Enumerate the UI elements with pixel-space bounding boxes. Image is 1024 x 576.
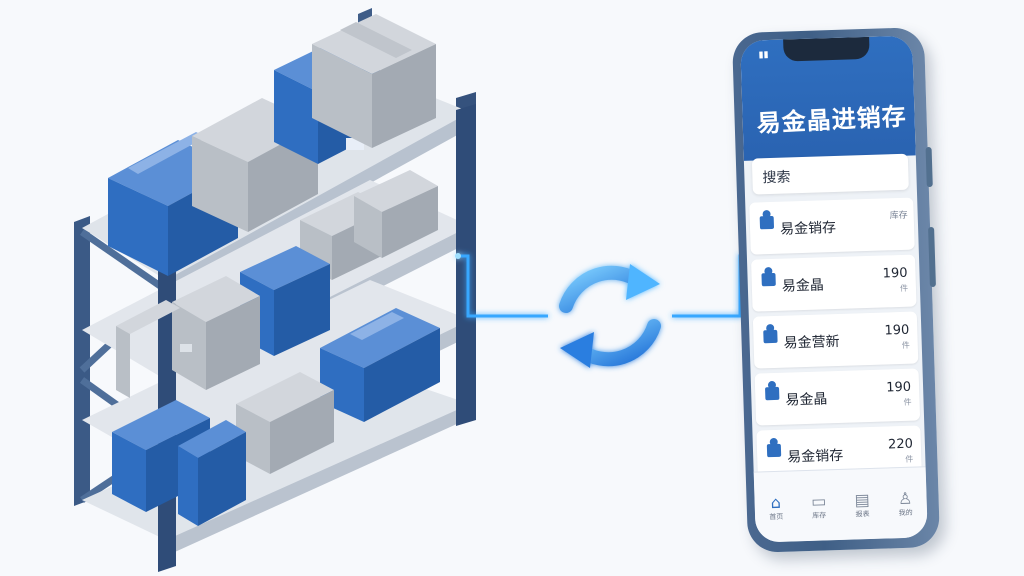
user-icon [759,215,775,230]
item-qty: 190 [884,322,910,339]
item-name: 易金晶 [785,391,828,409]
user-icon [761,272,776,287]
signal-icon: ▮▮ [758,50,769,61]
smartphone: ▮▮ 易金晶进销存 搜索 易金销存 库存 易金晶 190 件 易金营新 190 [731,27,941,553]
item-name: 易金晶 [781,277,825,295]
app-header: ▮▮ 易金晶进销存 [740,35,916,161]
search-label: 搜索 [762,169,791,187]
item-unit: 件 [899,283,909,293]
box [178,420,246,526]
nav-label: 报表 [855,509,870,518]
box [236,372,334,474]
phone-screen: ▮▮ 易金晶进销存 搜索 易金销存 库存 易金晶 190 件 易金营新 190 [740,35,928,543]
box-icon: ▭ [810,490,827,511]
list-item[interactable]: 易金销存 库存 [749,197,915,255]
inventory-list: 易金销存 库存 易金晶 190 件 易金营新 190 件 易金晶 190 件 [749,197,922,488]
item-qty: 220 [887,436,914,453]
app-title: 易金晶进销存 [756,102,908,138]
sync-icon [559,264,661,368]
item-name: 易金销存 [786,447,844,466]
volume-button [925,146,933,188]
item-unit: 件 [903,397,912,407]
box [172,276,260,390]
user-icon: ♙ [897,488,913,508]
item-unit: 件 [901,340,910,350]
report-icon: ▤ [854,489,870,510]
box [354,170,438,258]
item-qty: 190 [886,379,912,396]
bottom-nav: ⌂ 首页 ▭ 库存 ▤ 报表 ♙ 我的 [753,466,928,543]
list-item[interactable]: 易金晶 190 件 [754,368,921,426]
item-name: 易金营新 [783,333,840,352]
stored-boxes [108,14,440,526]
user-icon [766,443,782,458]
column-header: 库存 [889,210,908,222]
list-item[interactable]: 易金晶 190 件 [751,254,917,312]
nav-reports[interactable]: ▤ 报表 [854,490,870,519]
search-bar[interactable]: 搜索 [751,153,909,195]
sync-connection [455,253,753,318]
list-item[interactable]: 易金营新 190 件 [752,311,919,369]
nav-profile[interactable]: ♙ 我的 [898,488,913,517]
nav-label: 库存 [812,510,827,520]
item-qty: 190 [882,265,908,282]
nav-home[interactable]: ⌂ 首页 [769,492,784,521]
box [312,14,436,148]
item-name: 易金销存 [779,219,837,238]
nav-label: 首页 [769,512,784,521]
nav-label: 我的 [898,508,913,517]
nav-inventory[interactable]: ▭ 库存 [811,491,827,520]
box [116,300,180,398]
phone-notch [783,36,870,62]
item-unit: 件 [905,454,914,464]
user-icon [765,386,780,401]
home-icon: ⌂ [770,492,782,512]
user-icon [763,329,778,344]
